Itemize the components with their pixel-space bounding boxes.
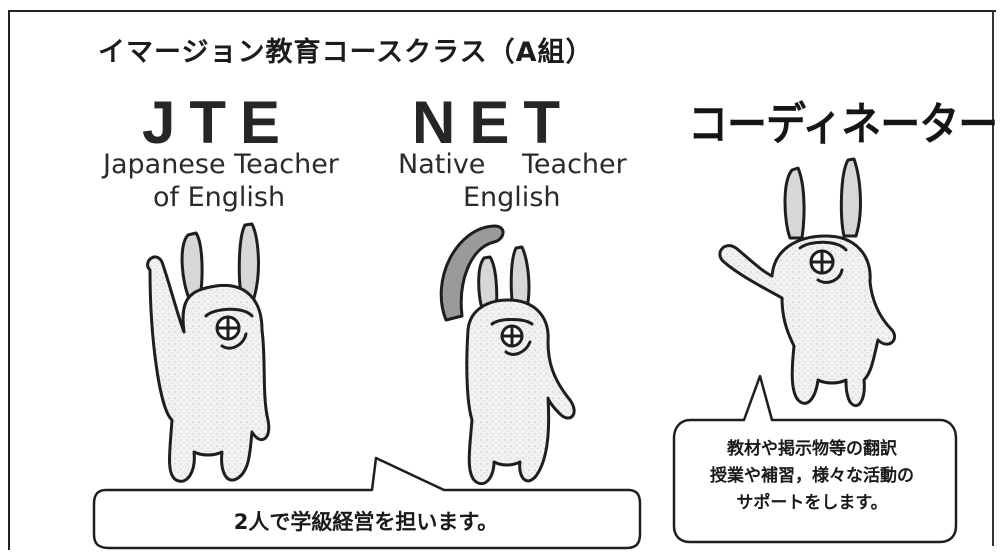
coordinator-speech-line-3: サポートをします。: [736, 493, 888, 513]
coordinator-speech-bubble: [672, 374, 958, 544]
page-title: イマージョン教育コースクラス（A組）: [98, 37, 594, 68]
jte-description-line-2: of English: [153, 182, 286, 213]
teachers-speech-text: 2人で学級経営を担います。: [233, 510, 499, 534]
rabbit-figure-jte-icon: [146, 222, 271, 483]
jte-description-line-1: Japanese Teacher: [103, 149, 339, 180]
net-description-line-1: Native Teacher: [398, 149, 627, 180]
coordinator-speech-text: 教材や掲示物等の翻訳 授業や補習，様々な活動の サポートをします。: [676, 436, 948, 517]
teachers-speech-bubble: [92, 456, 642, 550]
jte-heading: JTE: [142, 89, 295, 156]
coordinator-speech-line-1: 教材や掲示物等の翻訳: [727, 439, 897, 459]
coordinator-heading: コーディネーター: [688, 99, 998, 151]
net-heading: NET: [412, 89, 574, 156]
coordinator-speech-line-2: 授業や補習，様々な活動の: [710, 466, 914, 486]
page-border: [8, 10, 996, 550]
rabbit-figure-net-icon: [439, 224, 576, 486]
net-description-line-2: English: [463, 182, 561, 213]
rabbit-figure-coordinator-icon: [718, 157, 897, 408]
page-border-right: [992, 10, 994, 546]
